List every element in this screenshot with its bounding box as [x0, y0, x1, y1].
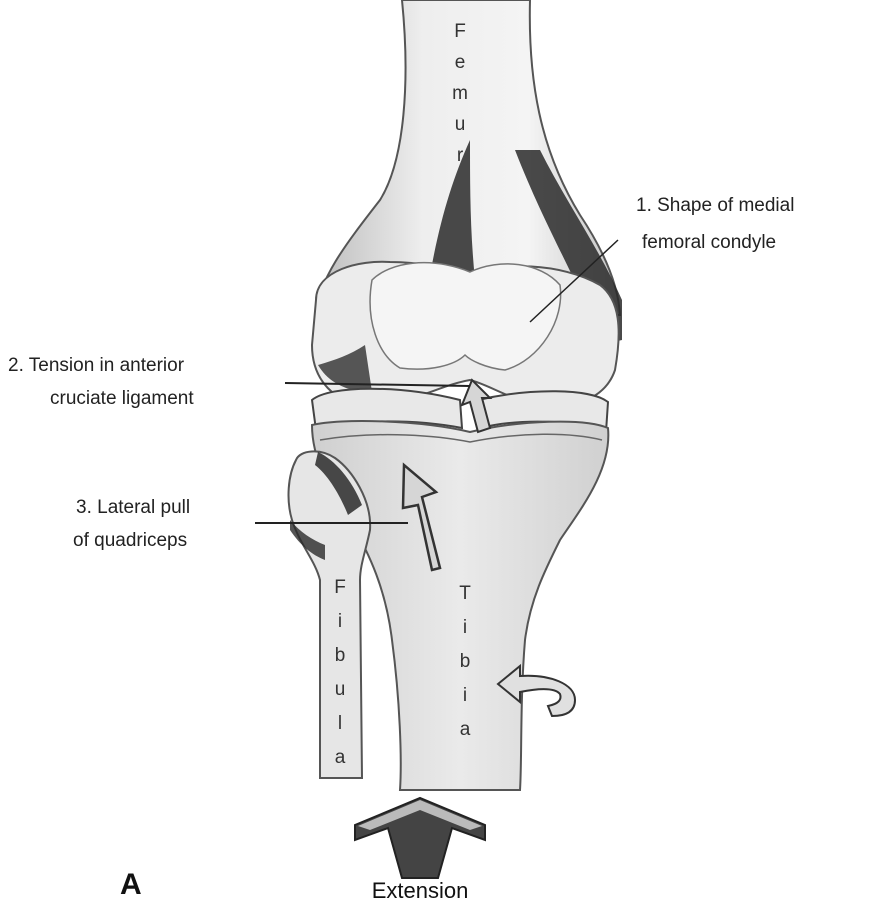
extension-label: Extension: [355, 878, 485, 904]
femur-letter-4: u: [450, 115, 470, 135]
label-condyle-line2: femoral condyle: [642, 231, 776, 254]
panel-letter: A: [120, 868, 142, 902]
label-acl-line2: cruciate ligament: [50, 387, 194, 410]
patellar-surface: [370, 263, 561, 370]
femur-letter-3: m: [450, 84, 470, 104]
label-quad-line1: 3. Lateral pull: [76, 496, 190, 519]
tibia-letter-1: T: [455, 584, 475, 604]
femur-letter-1: F: [450, 22, 470, 42]
femur-letter-5: r: [450, 146, 470, 166]
fibula-letter-4: u: [330, 680, 350, 700]
label-acl-line1: 2. Tension in anterior: [8, 354, 184, 377]
tibia-letter-2: i: [455, 618, 475, 638]
fibula-letter-1: F: [330, 578, 350, 598]
tibia-letter-5: a: [455, 720, 475, 740]
label-quad-line2: of quadriceps: [73, 529, 187, 552]
fibula-letter-2: i: [330, 612, 350, 632]
femur-letter-2: e: [450, 53, 470, 73]
fibula-letter-5: l: [330, 714, 350, 734]
tibia-letter-4: i: [455, 686, 475, 706]
tibia-letter-3: b: [455, 652, 475, 672]
fibula-letter-6: a: [330, 748, 350, 768]
fibula-letter-3: b: [330, 646, 350, 666]
label-condyle-line1: 1. Shape of medial: [636, 194, 794, 217]
